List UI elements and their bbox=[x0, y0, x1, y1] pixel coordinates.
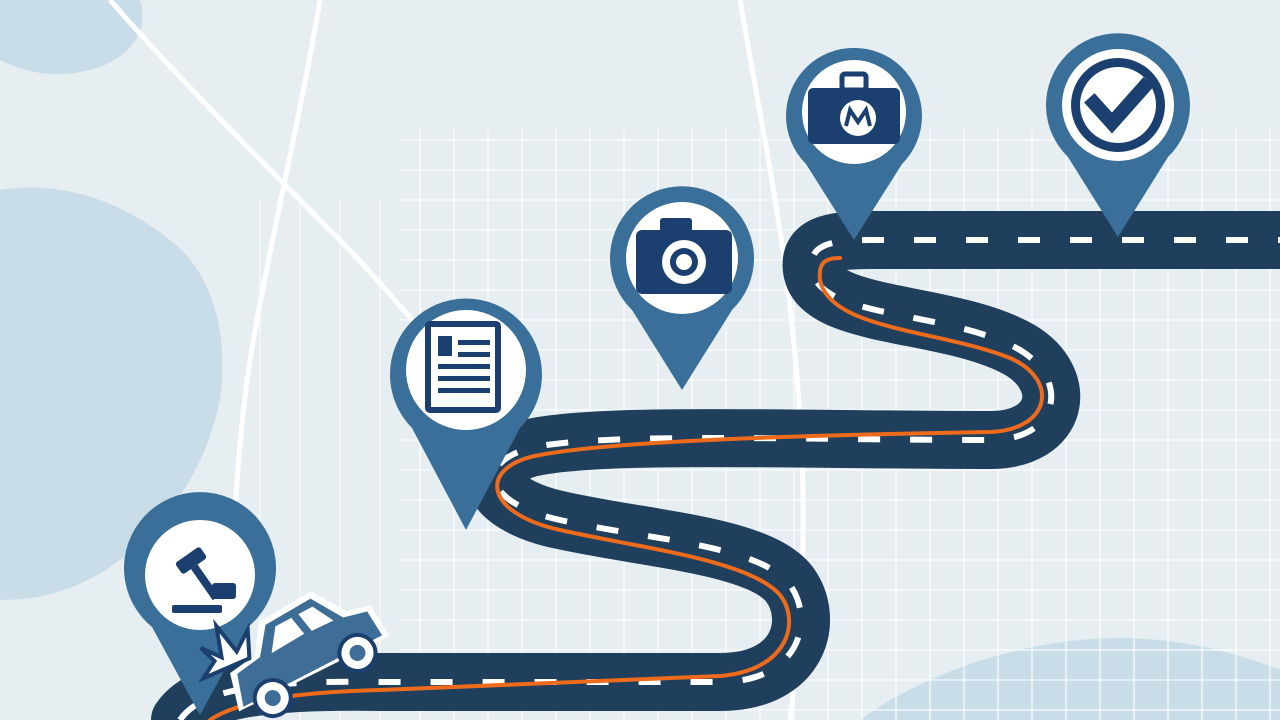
milestone-pin-medical-bag[interactable] bbox=[786, 47, 922, 240]
water-body-left bbox=[0, 187, 223, 600]
checkmark-icon bbox=[1071, 58, 1165, 152]
camera-icon bbox=[636, 218, 732, 294]
road-body bbox=[151, 211, 1280, 720]
milestone-pin-document[interactable] bbox=[390, 298, 542, 530]
water-body-bottom bbox=[860, 638, 1280, 720]
document-icon bbox=[425, 321, 501, 413]
crashed-car-icon bbox=[198, 591, 390, 719]
impact-burst-icon bbox=[198, 618, 252, 683]
medical-bag-icon bbox=[808, 71, 900, 144]
milestone-pin-gavel[interactable] bbox=[123, 492, 276, 715]
gavel-icon bbox=[172, 547, 236, 613]
milestone-pin-checkmark[interactable] bbox=[1046, 33, 1190, 237]
winding-road bbox=[151, 211, 1280, 720]
water-body-top bbox=[0, 0, 143, 75]
route-path-line bbox=[208, 256, 1044, 720]
milestone-pin-camera[interactable] bbox=[610, 186, 754, 390]
